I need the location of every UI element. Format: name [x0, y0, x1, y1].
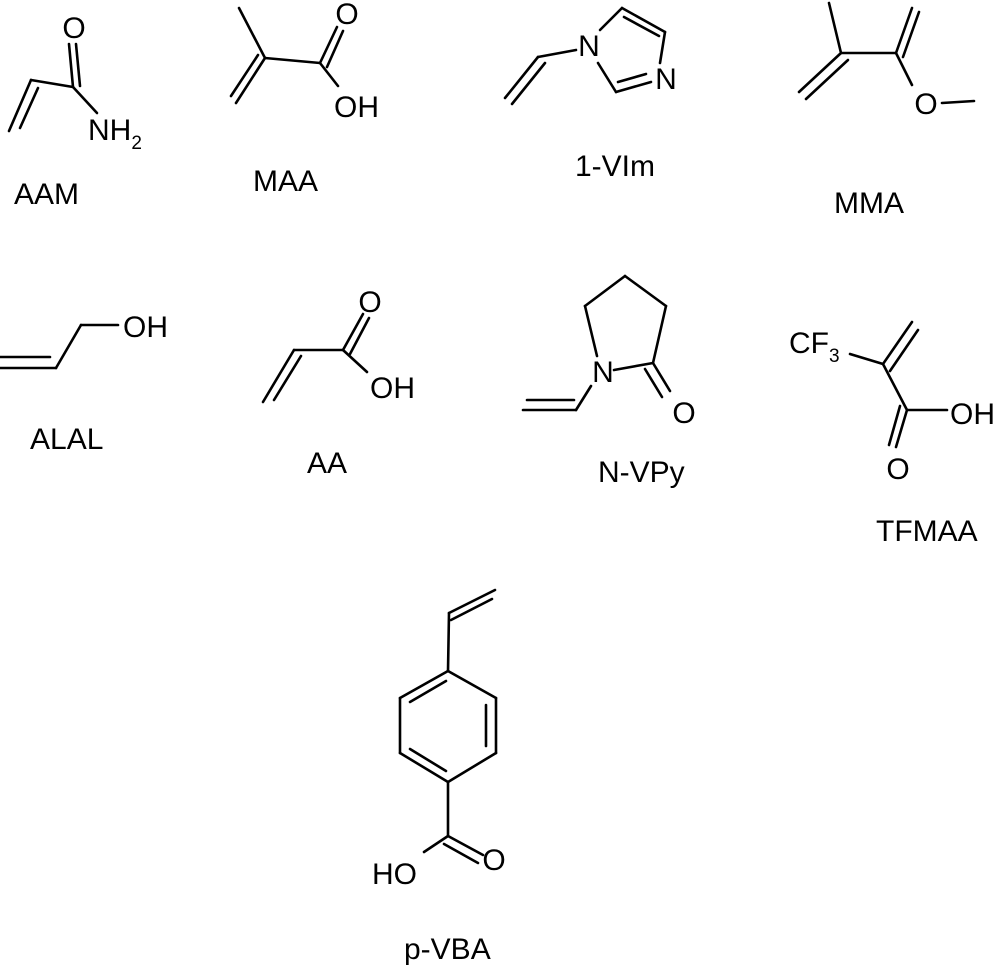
aa-oxygen-atom: O: [358, 286, 381, 319]
tfmaa-name-label: TFMAA: [876, 515, 978, 548]
molecule-pvba: HO O p-VBA: [372, 588, 506, 966]
aam-amine-subscript: 2: [131, 133, 142, 154]
maa-oxygen-atom: O: [335, 0, 358, 31]
molecule-maa: O OH MAA: [229, 0, 379, 198]
molecule-mma: O MMA: [797, 1, 976, 220]
vim-name-label: 1-VIm: [575, 150, 655, 183]
molecule-alal: OH ALAL: [0, 311, 168, 456]
tfmaa-cf-subscript: 3: [829, 346, 840, 367]
molecule-nvpy: N O N-VPy: [521, 274, 696, 489]
aa-name-label: AA: [307, 447, 347, 480]
pvba-hydroxyl-group: HO: [372, 858, 417, 891]
molecule-aa: O OH AA: [261, 286, 415, 480]
mma-name-label: MMA: [834, 187, 904, 220]
tfmaa-bonds: [848, 320, 949, 449]
alal-name-label: ALAL: [30, 423, 103, 456]
pvba-bonds: [398, 588, 498, 865]
molecule-tfmaa: CF3 OH O TFMAA: [789, 320, 995, 548]
tfmaa-oxygen-atom: O: [886, 453, 909, 486]
nvpy-bonds: [521, 274, 672, 412]
aam-amine-group: NH2: [88, 114, 142, 154]
aam-amine-label: NH: [88, 114, 131, 147]
maa-hydroxyl-group: OH: [334, 91, 379, 124]
nvpy-nitrogen-atom: N: [592, 356, 614, 389]
alal-hydroxyl-group: OH: [123, 311, 168, 344]
mma-ester-oxygen-atom: O: [914, 88, 937, 121]
alal-bonds: [0, 323, 120, 370]
molecule-aam: O NH2 AAM: [7, 12, 142, 211]
aam-bonds: [7, 42, 99, 133]
aam-name-label: AAM: [14, 178, 79, 211]
vim-bonds: [503, 6, 667, 106]
maa-name-label: MAA: [253, 165, 318, 198]
molecule-vim: N N 1-VIm: [503, 6, 677, 183]
aa-hydroxyl-group: OH: [370, 372, 415, 405]
vim-nitrogen-3-atom: N: [655, 63, 677, 96]
maa-bonds: [229, 6, 345, 105]
nvpy-name-label: N-VPy: [598, 456, 685, 489]
mma-bonds: [797, 1, 976, 105]
tfmaa-hydroxyl-group: OH: [950, 398, 995, 431]
pvba-name-label: p-VBA: [404, 933, 491, 966]
nvpy-oxygen-atom: O: [672, 397, 695, 430]
vim-nitrogen-1-atom: N: [578, 30, 600, 63]
aa-bonds: [261, 312, 371, 404]
tfmaa-trifluoromethyl-group: CF3: [789, 327, 840, 367]
tfmaa-cf-label: CF: [789, 327, 829, 360]
pvba-oxygen-atom: O: [482, 844, 505, 877]
aam-oxygen-atom: O: [62, 12, 85, 45]
